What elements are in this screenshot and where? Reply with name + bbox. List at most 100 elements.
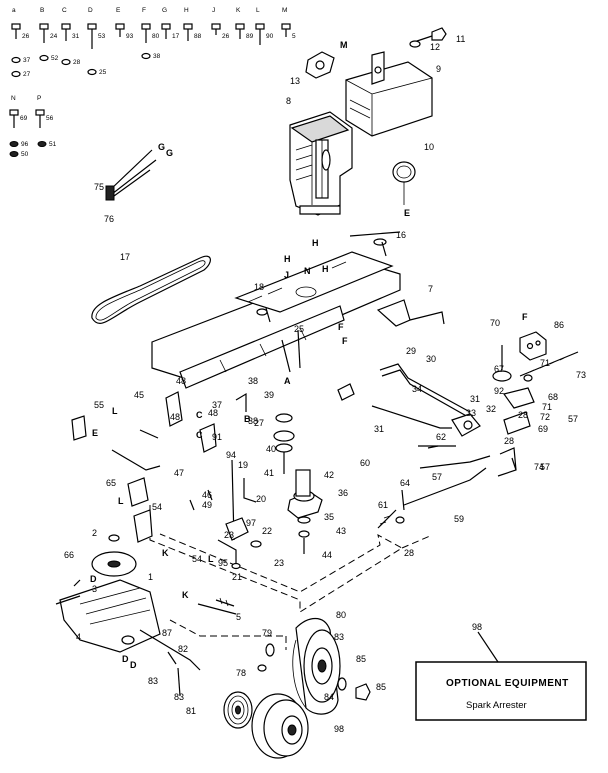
hardware-letter: F — [142, 7, 146, 14]
part-number-label: 65 — [106, 478, 116, 488]
bolt-icon — [9, 109, 19, 128]
hardware-letter: B — [40, 7, 44, 14]
hardware-number: 26 — [22, 33, 30, 40]
part-number-label: 57 — [432, 472, 442, 482]
part-number-label: 70 — [490, 318, 500, 328]
part-number-label: 20 — [256, 494, 266, 504]
part-number-label: 2 — [92, 528, 97, 538]
bolt-icon — [141, 23, 151, 43]
part-number-label: 82 — [178, 644, 188, 654]
bolt-icon — [61, 23, 71, 41]
frame — [151, 251, 401, 389]
part-number-label: 17 — [120, 252, 130, 262]
hardware-letter: a — [12, 7, 16, 14]
washer-icon — [11, 56, 21, 64]
part-number-label: 30 — [426, 354, 436, 364]
part-number-label: 80 — [336, 610, 346, 620]
hardware-letter: D — [88, 7, 93, 14]
part-number-label: 37 — [212, 400, 222, 410]
part-number-label: 71 — [540, 358, 550, 368]
part-number-label: 25 — [294, 324, 304, 334]
bolt-icon — [183, 23, 193, 41]
part-number-label: 8 — [286, 96, 291, 106]
left-brackets — [71, 391, 247, 543]
reference-letter: F — [338, 322, 344, 332]
muffler — [345, 51, 433, 137]
hardware-number: 5 — [292, 33, 296, 40]
part-number-label: 84 — [324, 692, 334, 702]
bolt-icon — [161, 23, 171, 39]
shift-lever — [217, 459, 262, 570]
hardware-number: 69 — [20, 115, 28, 122]
hardware-number: 17 — [172, 33, 180, 40]
part-number-label: 64 — [400, 478, 410, 488]
part-number-label: 49 — [202, 500, 212, 510]
reference-letter: B — [244, 414, 251, 424]
hardware-letter: J — [212, 7, 215, 14]
part-number-label: 3 — [92, 584, 97, 594]
misc-parts — [73, 231, 517, 697]
dashed-outline — [149, 505, 431, 650]
bolt-icon — [281, 23, 291, 37]
shift-linkage — [371, 363, 517, 506]
washer-icon — [37, 141, 47, 147]
washer-icon — [9, 141, 19, 147]
washer-number: 37 — [23, 57, 31, 64]
part-number-label: 34 — [412, 384, 422, 394]
part-number-label: 48 — [170, 412, 180, 422]
part-number-label: 40 — [266, 444, 276, 454]
part-number-label: 78 — [236, 668, 246, 678]
washer-icon — [39, 54, 49, 62]
part-number-label: 85 — [376, 682, 386, 692]
part-number-label: 27 — [254, 418, 264, 428]
hardware-number: 89 — [246, 33, 254, 40]
hardware-number: 90 — [266, 33, 274, 40]
part-number-label: 10 — [424, 142, 434, 152]
part-number-label: 38 — [248, 376, 258, 386]
washer-icon — [61, 58, 71, 66]
hardware-letter: M — [282, 7, 287, 14]
part-number-label: 57 — [568, 414, 578, 424]
part-number-label: 85 — [356, 654, 366, 664]
part-number-label: 38 — [248, 416, 258, 426]
part-number-label: 72 — [540, 412, 550, 422]
part-number-label: 48 — [208, 408, 218, 418]
part-number-label: 13 — [290, 76, 300, 86]
part-number-label: 43 — [336, 526, 346, 536]
bolt-icon — [87, 23, 97, 49]
part-number-label: 4 — [76, 632, 81, 642]
part-number-label: 47 — [174, 468, 184, 478]
reference-letter: E — [404, 208, 410, 218]
reference-letter: L — [112, 406, 118, 416]
part-number-label: 62 — [436, 432, 446, 442]
part-number-label: 48 — [176, 376, 186, 386]
reference-letter: K — [162, 548, 169, 558]
washer-number: 27 — [23, 71, 31, 78]
part-number-label: 18 — [254, 282, 264, 292]
reference-letter: C — [196, 410, 203, 420]
washer-number: 50 — [21, 151, 29, 158]
part-number-label: 94 — [226, 450, 236, 460]
reference-letter: L — [118, 496, 124, 506]
part-number-label: 28 — [518, 410, 528, 420]
part-number-label: 36 — [338, 488, 348, 498]
part-number-label: 7 — [428, 284, 433, 294]
part-number-label: 83 — [148, 676, 158, 686]
part-number-label: 23 — [224, 530, 234, 540]
optional-box-callout: 98 — [472, 622, 482, 632]
reference-letter: G — [166, 148, 173, 158]
part-number-label: 98 — [334, 724, 344, 734]
part-number-label: 19 — [238, 460, 248, 470]
center-spindle — [273, 329, 323, 554]
bolt-icon — [235, 23, 245, 39]
reference-letter: F — [522, 312, 528, 322]
part-number-label: 87 — [162, 628, 172, 638]
washer-number: 38 — [153, 53, 161, 60]
reference-letter: F — [342, 336, 348, 346]
gasket — [305, 51, 335, 79]
front-wheel — [251, 693, 309, 759]
hardware-legend: a26B24C31D53E93F80G17H88J26K89L90M537275… — [9, 7, 296, 158]
bolt-icon — [35, 109, 45, 128]
reference-letter: D — [122, 654, 129, 664]
